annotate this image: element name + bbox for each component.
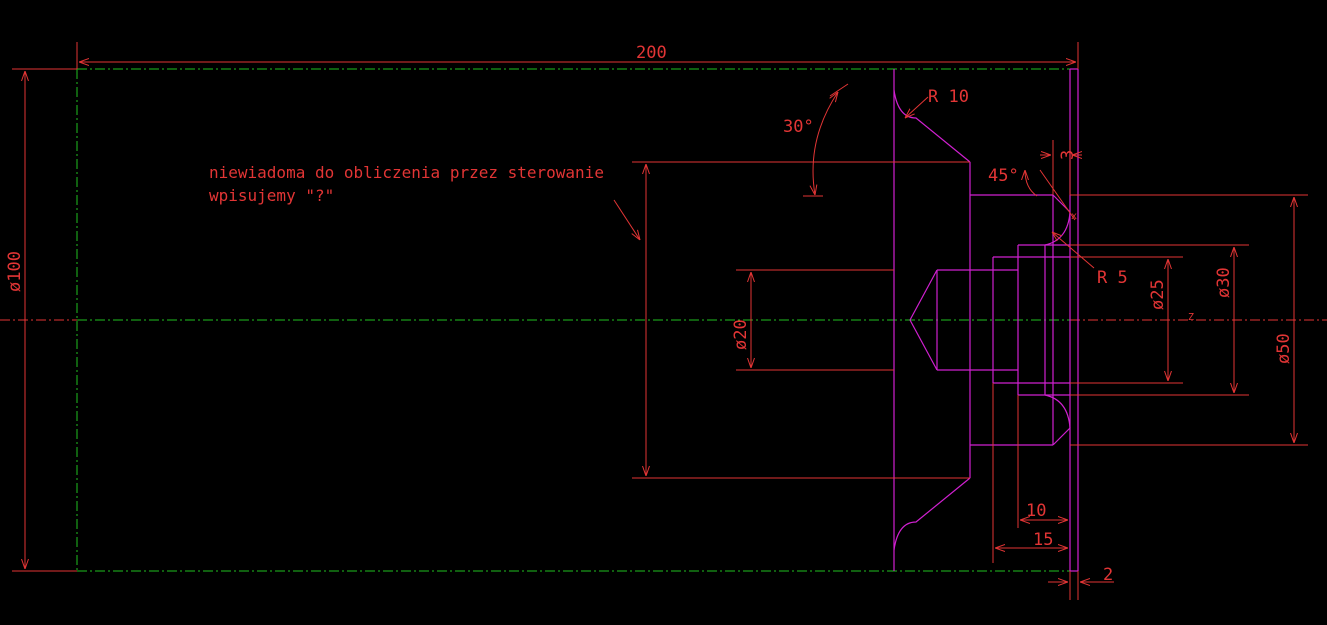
lower-radius-taper — [893, 477, 971, 551]
label-stock-diameter: ø100 — [5, 251, 25, 292]
label-diameter-25: ø25 — [1148, 279, 1168, 310]
axis-label-z: Z — [1188, 312, 1194, 323]
label-angle-45: 45° — [988, 166, 1019, 186]
label-diameter-50: ø50 — [1274, 333, 1294, 364]
label-length-10: 10 — [1026, 501, 1046, 521]
label-diameter-20: ø20 — [731, 319, 751, 350]
label-length-15: 15 — [1033, 530, 1053, 550]
note-leader — [613, 199, 640, 240]
stock-outline — [76, 68, 1070, 572]
upper-radius-taper — [893, 89, 971, 163]
r5-leader — [1052, 232, 1095, 269]
dimension-lines — [12, 42, 1308, 600]
dim-angle-45-arc — [1025, 170, 1038, 197]
note-line-1: niewiadoma do obliczenia przez sterowani… — [209, 163, 604, 182]
corner-mark: x — [1071, 211, 1077, 222]
label-overall-length: 200 — [636, 43, 667, 63]
label-chamfer-3: 3 — [1058, 150, 1078, 160]
label-radius-5: R 5 — [1097, 268, 1128, 288]
label-facing-2: 2 — [1103, 565, 1113, 585]
note-line-2: wpisujemy "?" — [209, 186, 334, 205]
dim-angle-30-arc — [813, 92, 838, 195]
r10-leader — [905, 96, 929, 118]
label-diameter-30: ø30 — [1214, 267, 1234, 298]
label-angle-30: 30° — [783, 117, 814, 137]
label-radius-10: R 10 — [928, 87, 969, 107]
